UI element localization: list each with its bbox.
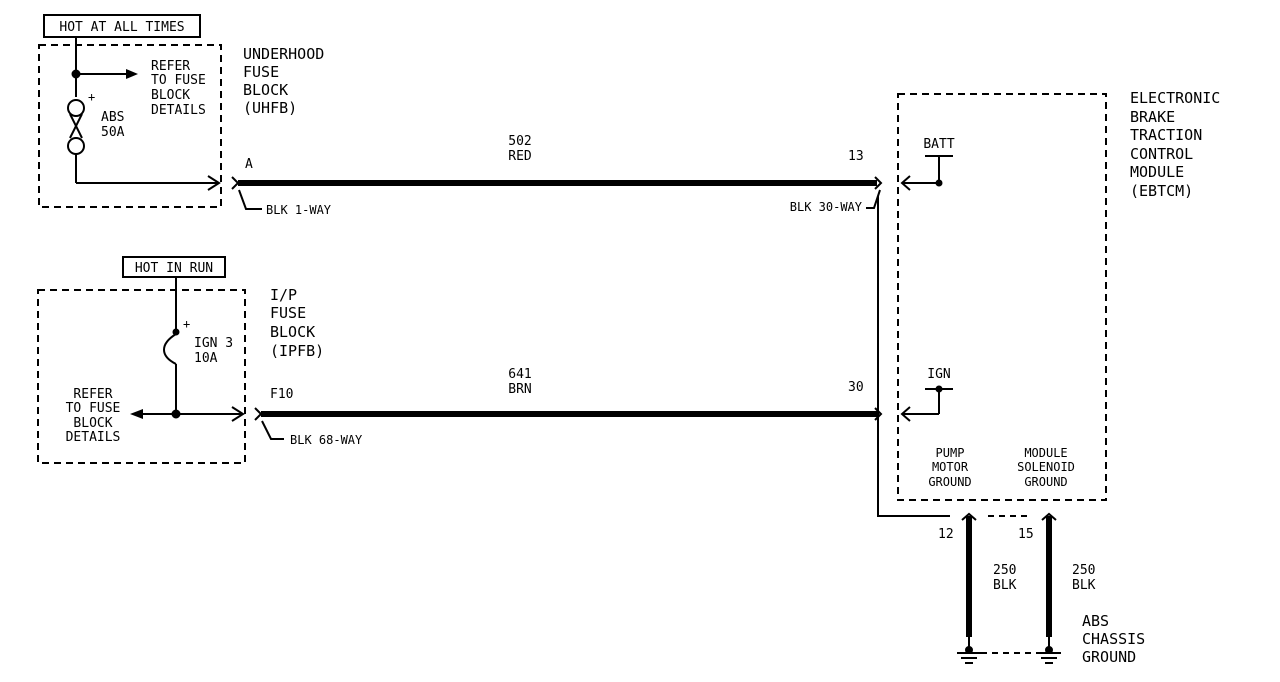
uhfb-title-4: (UHFB) xyxy=(243,99,297,117)
refer-bottom-4: DETAILS xyxy=(66,430,121,445)
wire-250-right-color: BLK xyxy=(1072,578,1096,593)
batt-input-circuit xyxy=(900,155,953,191)
connector-12-icon xyxy=(961,512,977,521)
refer-bottom-2: TO FUSE xyxy=(66,401,121,416)
wire-641-num: 641 xyxy=(508,367,531,382)
arrow-left-icon xyxy=(130,409,143,419)
hot-in-run-tag: HOT IN RUN xyxy=(122,256,226,278)
abs-ground-3: GROUND xyxy=(1082,648,1136,666)
ipfb-internal-circuit xyxy=(140,277,245,422)
ebtcm-title-6: (EBTCM) xyxy=(1130,182,1193,200)
ign-fuse-label-1: IGN 3 xyxy=(194,336,233,351)
pump-ground-1: PUMP xyxy=(936,446,965,460)
refer-bottom-3: BLOCK xyxy=(73,416,112,431)
uhfb-title-1: UNDERHOOD xyxy=(243,45,324,63)
wire-250-right-num: 250 xyxy=(1072,563,1095,578)
ign-junction-icon xyxy=(935,385,943,393)
wire-502-color: RED xyxy=(508,149,532,164)
ebtcm-title-1: ELECTRONIC xyxy=(1130,89,1220,107)
uhfb-internal-circuit xyxy=(67,37,218,184)
ground-left-icon xyxy=(957,637,981,664)
ebtcm-connector-line xyxy=(877,196,1030,517)
ipfb-title-3: BLOCK xyxy=(270,323,315,341)
wire-641-color: BRN xyxy=(508,382,531,397)
uhfb-title-3: BLOCK xyxy=(243,81,288,99)
arrow-right-icon xyxy=(126,69,138,79)
abs-fuse-label-2: 50A xyxy=(101,125,125,140)
pin-a-label: A xyxy=(245,157,253,172)
abs-fuse-label-1: ABS xyxy=(101,110,124,125)
ebtcm-title-4: CONTROL xyxy=(1130,145,1193,163)
ign-label: IGN xyxy=(927,367,950,382)
pin-12-label: 12 xyxy=(938,527,954,542)
wire-502-num: 502 xyxy=(508,134,531,149)
ipfb-title-4: (IPFB) xyxy=(270,342,324,360)
abs-ground-2: CHASSIS xyxy=(1082,630,1145,648)
pump-ground-2: MOTOR xyxy=(932,460,969,474)
module-ground-1: MODULE xyxy=(1024,446,1067,460)
pump-ground-3: GROUND xyxy=(928,475,971,489)
refer-bottom-1: REFER xyxy=(73,387,112,402)
refer-top-4: DETAILS xyxy=(151,103,206,118)
fuse-connector-arrow-top-icon xyxy=(207,175,221,191)
refer-top-1: REFER xyxy=(151,59,190,74)
hot-at-all-times-tag: HOT AT ALL TIMES xyxy=(43,14,201,38)
pin-f10-label: F10 xyxy=(270,387,293,402)
uhfb-title-2: FUSE xyxy=(243,63,279,81)
wire-250-left-num: 250 xyxy=(993,563,1016,578)
ipfb-box xyxy=(37,289,246,464)
conn-blk-30way: BLK 30-WAY xyxy=(790,200,863,214)
ebtcm-title-3: TRACTION xyxy=(1130,126,1202,144)
ebtcm-title-2: BRAKE xyxy=(1130,108,1175,126)
plus-sign-bottom: + xyxy=(183,317,190,331)
refer-top-3: BLOCK xyxy=(151,88,190,103)
pin-30-label: 30 xyxy=(848,380,864,395)
pin-13-label: 13 xyxy=(848,149,864,164)
hot-at-all-times-label: HOT AT ALL TIMES xyxy=(59,20,184,35)
ign-input-circuit xyxy=(900,388,953,422)
batt-junction-icon xyxy=(935,179,943,187)
pin-15-label: 15 xyxy=(1018,527,1034,542)
refer-top-2: TO FUSE xyxy=(151,73,206,88)
module-ground-2: SOLENOID xyxy=(1017,460,1075,474)
ground-right-icon xyxy=(1037,637,1061,664)
uhfb-box xyxy=(38,44,222,208)
ebtcm-title-5: MODULE xyxy=(1130,163,1184,181)
plus-sign-top: + xyxy=(88,90,95,104)
connector-15-icon xyxy=(1041,512,1057,521)
wire-250-left-color: BLK xyxy=(993,578,1017,593)
conn-blk-1way: BLK 1-WAY xyxy=(266,203,332,217)
conn-blk-68way: BLK 68-WAY xyxy=(290,433,363,447)
batt-label: BATT xyxy=(923,137,954,152)
hot-in-run-label: HOT IN RUN xyxy=(135,261,213,276)
module-ground-3: GROUND xyxy=(1024,475,1067,489)
ipfb-title-1: I/P xyxy=(270,286,297,304)
ipfb-title-2: FUSE xyxy=(270,304,306,322)
ign-fuse-label-2: 10A xyxy=(194,351,218,366)
ebtcm-box xyxy=(897,93,1107,501)
abs-ground-1: ABS xyxy=(1082,612,1109,630)
